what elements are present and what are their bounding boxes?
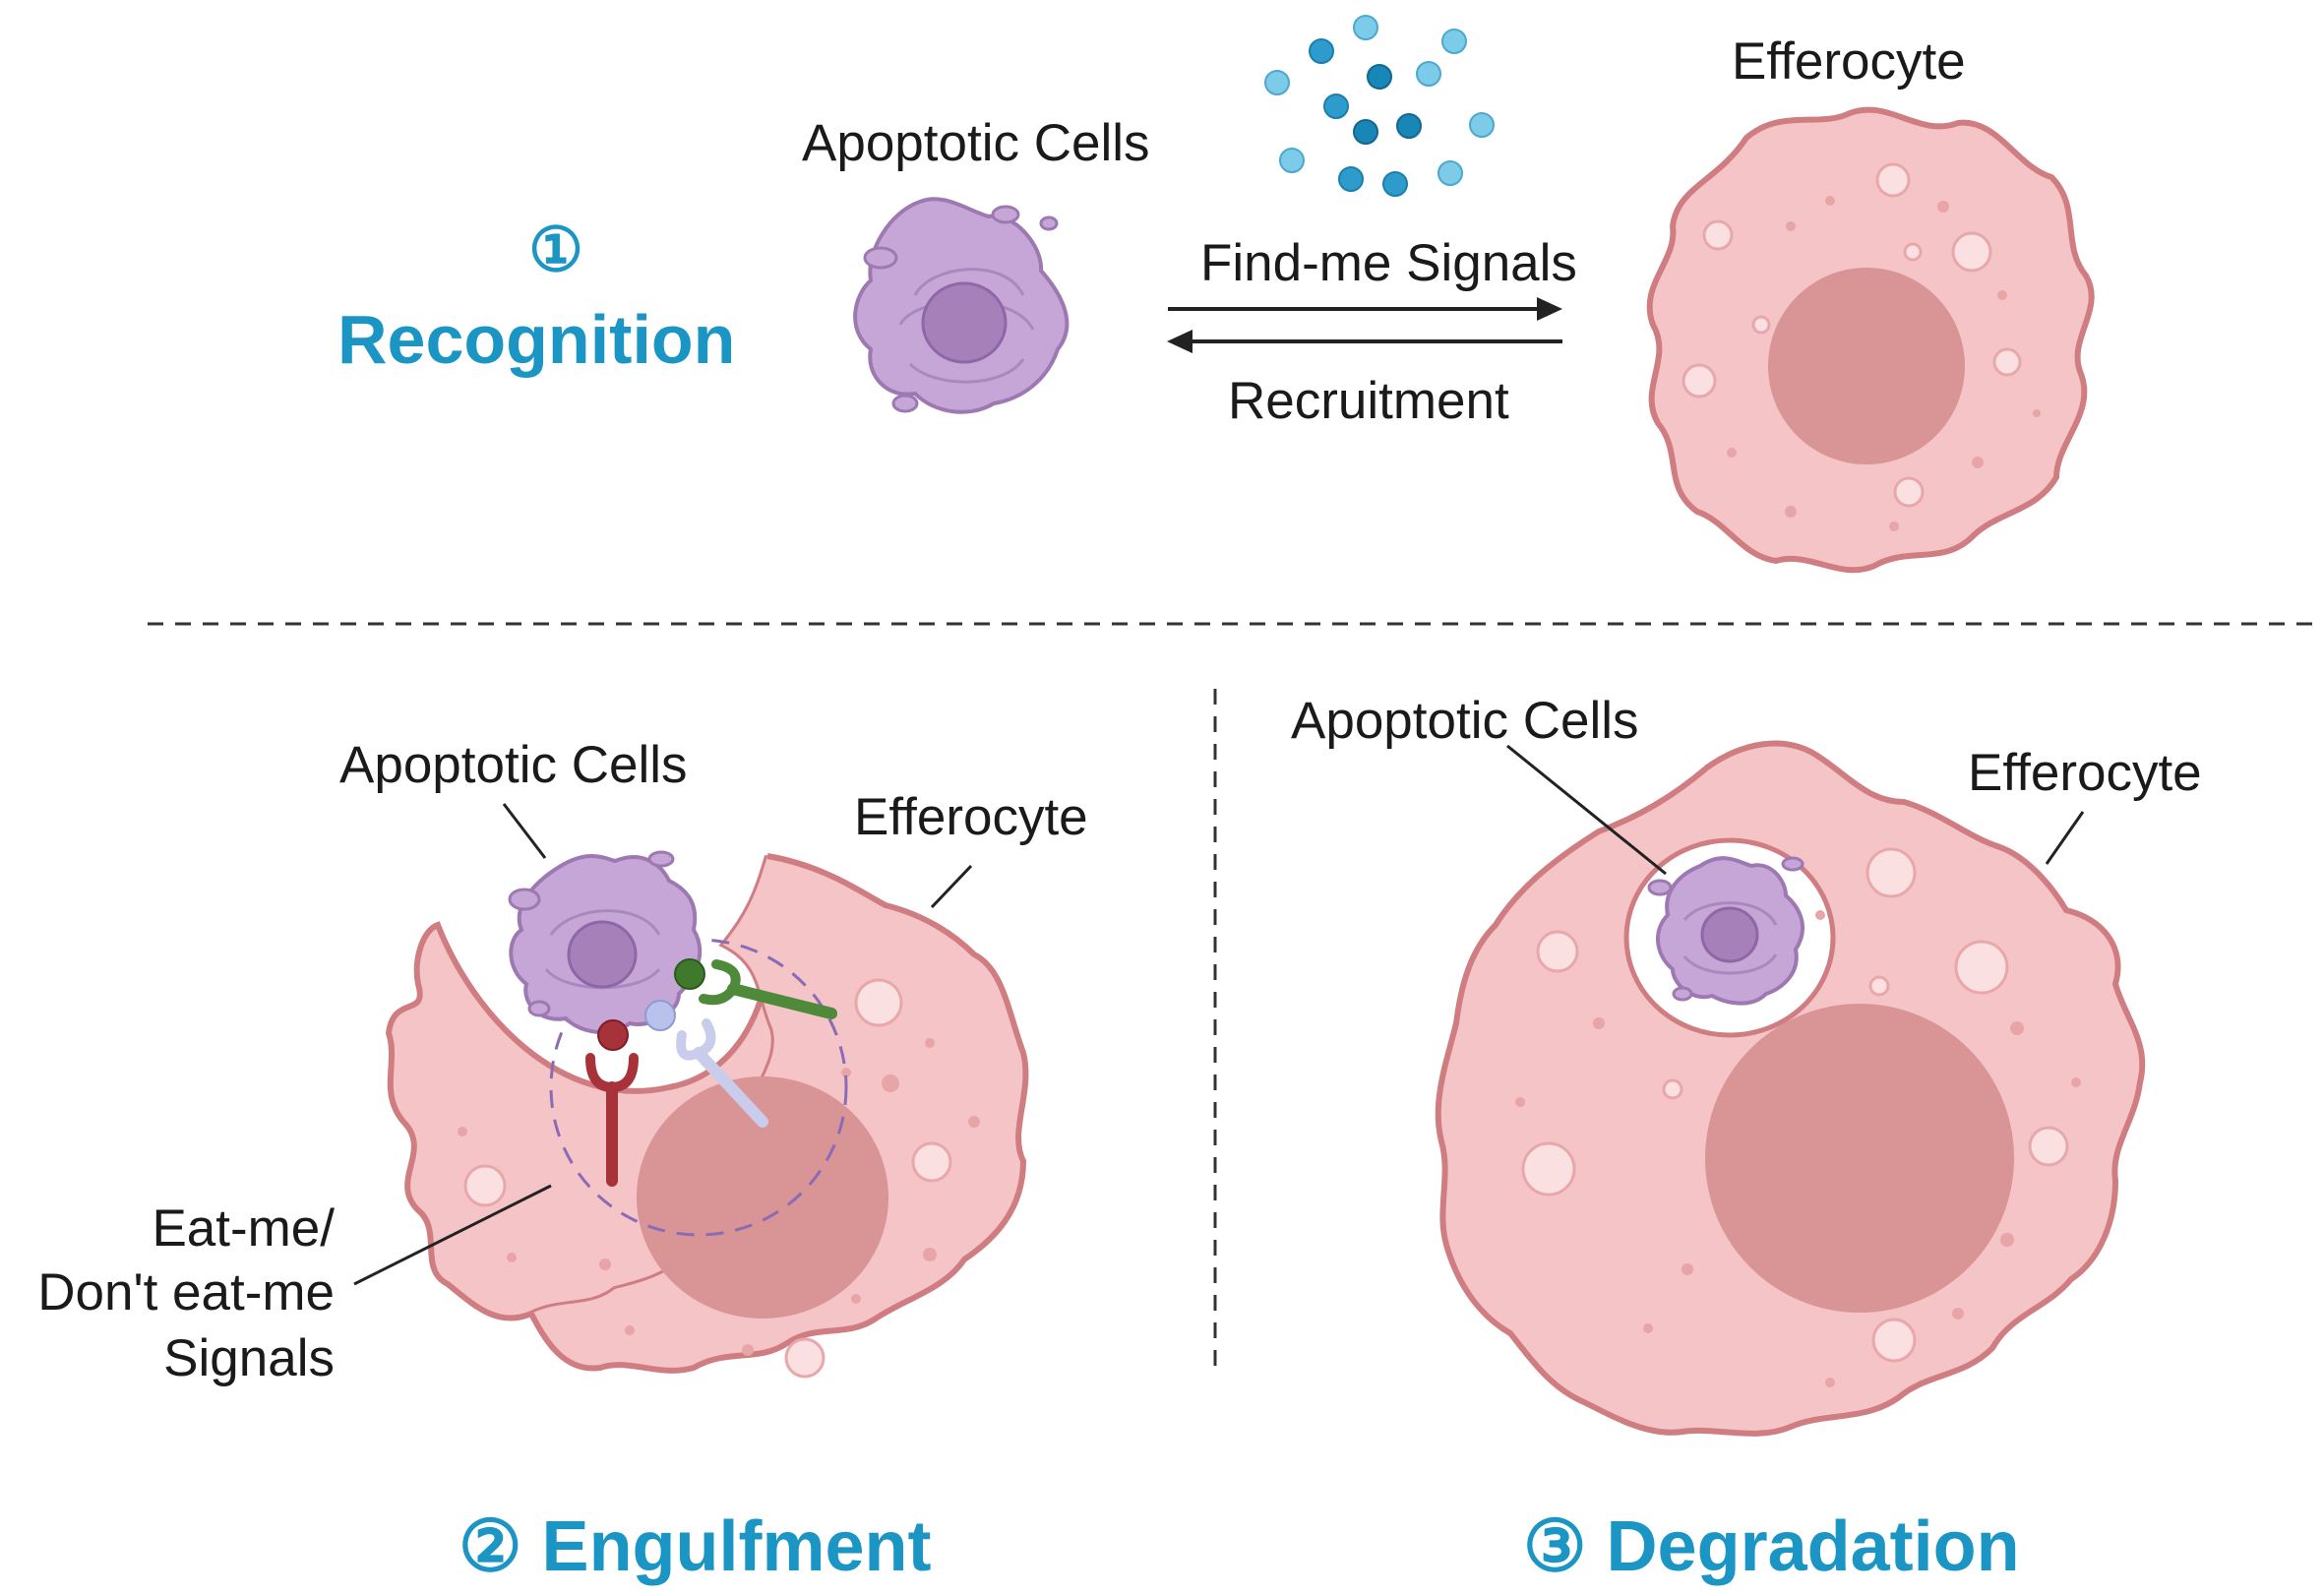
degrading-efferocyte	[1435, 740, 2146, 1437]
eat-me-leader	[353, 1184, 552, 1286]
recruitment-label: Recruitment	[1228, 372, 1509, 430]
recruitment-arrow	[1167, 330, 1562, 353]
degradation-title: ③ Degradation	[1523, 1507, 2020, 1586]
top-apoptotic-cells-label: Apoptotic Cells	[802, 114, 1150, 172]
engulfment-title: ② Engulfment	[459, 1507, 932, 1586]
engulf-apoptotic-cells-label: Apoptotic Cells	[339, 736, 688, 794]
eat-me-signals-label-line3: Signals	[163, 1329, 335, 1387]
red-receptor	[585, 1019, 639, 1187]
eat-me-signals-label-line1: Eat-me/	[152, 1199, 335, 1258]
degrade-apoptotic-cells-label: Apoptotic Cells	[1291, 692, 1639, 750]
find-me-arrow	[1168, 297, 1562, 321]
top-apoptotic-cell	[853, 197, 1070, 414]
top-efferocyte-label: Efferocyte	[1732, 32, 1966, 91]
lavender-receptor	[644, 1000, 768, 1128]
recognition-title: Recognition	[337, 301, 736, 378]
degrade-efferocyte-leader	[2045, 811, 2085, 865]
green-receptor	[674, 958, 837, 1019]
degrade-efferocyte-label: Efferocyte	[1968, 744, 2202, 802]
recognition-number: ①	[528, 216, 583, 284]
top-efferocyte	[1646, 106, 2095, 574]
engulf-apoptotic-cell	[508, 850, 703, 1035]
engulfing-efferocyte	[385, 853, 1029, 1379]
degrade-apoptotic-leader	[1506, 744, 1667, 876]
engulf-apoptotic-leader	[502, 803, 547, 859]
eat-me-signals-label-line2: Don't eat-me	[37, 1263, 335, 1321]
find-me-signals-label: Find-me Signals	[1200, 234, 1577, 292]
engulf-efferocyte-label: Efferocyte	[854, 788, 1088, 846]
engulf-efferocyte-leader	[930, 864, 973, 909]
find-me-signal-dots	[1264, 15, 1495, 197]
degrade-apoptotic-cell	[1647, 856, 1804, 1006]
